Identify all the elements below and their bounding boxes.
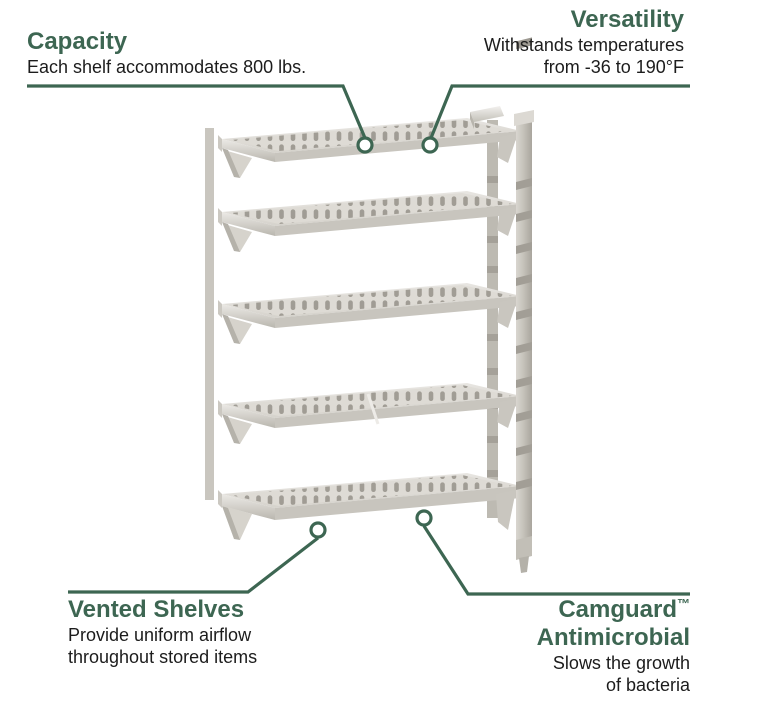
callout-camguard-title-line1: Camguard™ bbox=[537, 596, 690, 624]
rear-right-post bbox=[487, 120, 498, 518]
callout-capacity-body: Each shelf accommodates 800 lbs. bbox=[27, 57, 307, 77]
shelf-3 bbox=[218, 283, 521, 344]
callout-capacity: Capacity Each shelf accommodates 800 lbs… bbox=[27, 28, 306, 78]
callout-camguard: Camguard™ Antimicrobial Slows the growth… bbox=[537, 596, 690, 696]
callout-camguard-title-line2: Antimicrobial bbox=[536, 624, 690, 651]
callout-vented-shelves: Vented Shelves Provide uniform airflow t… bbox=[68, 596, 257, 668]
shelf-2 bbox=[218, 191, 521, 252]
callout-capacity-title: Capacity bbox=[27, 28, 128, 55]
shelf-1 bbox=[218, 118, 521, 178]
leveling-foot bbox=[516, 536, 532, 573]
shelf-5 bbox=[218, 473, 521, 540]
front-right-post bbox=[514, 37, 534, 573]
callout-vented-shelves-body: Provide uniform airflow throughout store… bbox=[68, 625, 258, 667]
shelf-4 bbox=[218, 383, 521, 444]
callout-camguard-body: Slows the growth of bacteria bbox=[552, 653, 690, 695]
callout-vented-shelves-title: Vented Shelves bbox=[68, 596, 245, 623]
front-left-post bbox=[214, 130, 221, 530]
callout-versatility-title: Versatility bbox=[570, 6, 684, 33]
camguard-brand-text: Camguard bbox=[558, 596, 677, 623]
rear-left-post bbox=[205, 128, 214, 500]
callout-versatility-body: Withstands temperatures from -36 to 190°… bbox=[483, 35, 684, 77]
callout-versatility: Versatility Withstands temperatures from… bbox=[484, 6, 684, 78]
trademark-symbol: ™ bbox=[677, 596, 690, 611]
